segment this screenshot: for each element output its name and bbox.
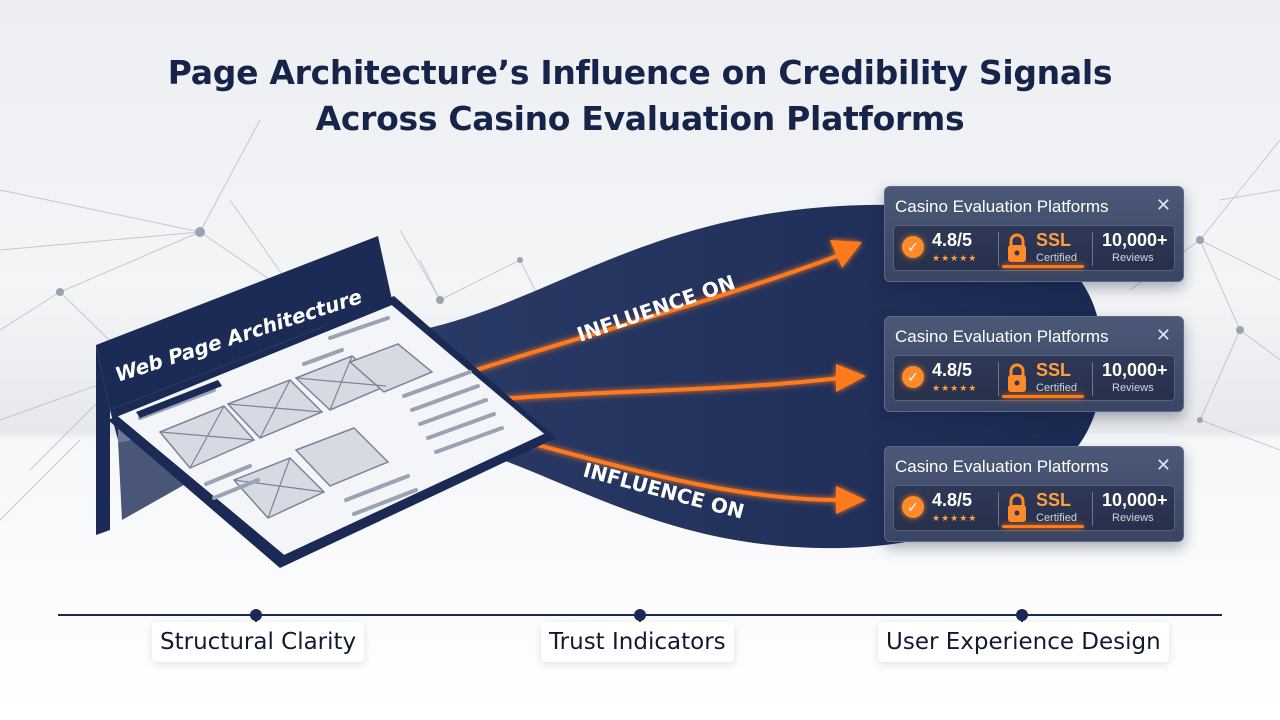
divider [1092, 232, 1093, 266]
browser-back-body [96, 345, 110, 535]
flow-arrow-middle [489, 376, 841, 402]
card-title: Casino Evaluation Platforms [895, 457, 1109, 476]
check-badge-icon: ✓ [902, 496, 924, 518]
lock-icon [1008, 233, 1026, 262]
divider [1092, 362, 1093, 396]
ssl-subtitle: Certified [1036, 512, 1077, 524]
divider [1092, 492, 1093, 526]
evaluation-card-1: Casino Evaluation Platforms ✕ ✓ 4.8/5 ★★… [884, 186, 1184, 282]
wireframe-text-lines [138, 316, 504, 516]
ssl-label: SSL [1036, 230, 1072, 250]
wireframe-header-bar [136, 380, 222, 418]
wireframe-image-4 [294, 427, 390, 487]
ssl-label: SSL [1036, 490, 1072, 510]
review-count: 10,000+ [1102, 490, 1168, 510]
ssl-label: SSL [1036, 360, 1072, 380]
evaluation-card-2: Casino Evaluation Platforms ✕ ✓ 4.8/5 ★★… [884, 316, 1184, 412]
card-title: Casino Evaluation Platforms [895, 197, 1109, 216]
page-title-line-1: Page Architecture’s Influence on Credibi… [167, 53, 1113, 92]
wireframe-image-6 [348, 343, 434, 393]
page-title: Page Architecture’s Influence on Credibi… [0, 50, 1280, 142]
page-title-line-2: Across Casino Evaluation Platforms [315, 99, 965, 138]
card-title: Casino Evaluation Platforms [895, 327, 1109, 346]
close-icon[interactable]: ✕ [1155, 325, 1171, 345]
timeline-label-user-experience-design: User Experience Design [878, 622, 1169, 662]
divider [998, 232, 999, 266]
review-count-subtitle: Reviews [1112, 252, 1154, 264]
check-badge-icon: ✓ [902, 366, 924, 388]
timeline-label-structural-clarity: Structural Clarity [152, 622, 365, 662]
check-badge-icon: ✓ [902, 236, 924, 258]
timeline-label-trust-indicators: Trust Indicators [541, 622, 734, 662]
ssl-subtitle: Certified [1036, 252, 1077, 264]
rating-value: 4.8/5 [932, 230, 973, 250]
ssl-subtitle: Certified [1036, 382, 1077, 394]
card-metrics: ✓ 4.8/5 ★★★★★ SSL Certified 10,000+ Revi… [893, 485, 1175, 531]
browser-back-panel [96, 236, 392, 410]
flow-arrow-top [469, 253, 841, 374]
wireframe-page [108, 296, 556, 568]
review-count: 10,000+ [1102, 230, 1168, 250]
close-icon[interactable]: ✕ [1155, 455, 1171, 475]
review-count-subtitle: Reviews [1112, 382, 1154, 394]
close-icon[interactable]: ✕ [1155, 195, 1171, 215]
flow-arrowhead-middle [836, 364, 866, 392]
highlight-underline [1002, 395, 1084, 398]
divider [998, 492, 999, 526]
flow-arrowhead-bottom [836, 486, 866, 514]
divider [998, 362, 999, 396]
flow-arrowhead-top [830, 240, 862, 268]
review-count: 10,000+ [1102, 360, 1168, 380]
card-metrics: ✓ 4.8/5 ★★★★★ SSL Certified 10,000+ Revi… [893, 355, 1175, 401]
highlight-underline [1002, 265, 1084, 268]
star-rating-icon: ★★★★★ [932, 253, 978, 263]
rating-value: 4.8/5 [932, 360, 973, 380]
card-metrics: ✓ 4.8/5 ★★★★★ SSL Certified 10,000+ Revi… [893, 225, 1175, 271]
lock-icon [1008, 363, 1026, 392]
lock-icon [1008, 493, 1026, 522]
evaluation-card-3: Casino Evaluation Platforms ✕ ✓ 4.8/5 ★★… [884, 446, 1184, 542]
review-count-subtitle: Reviews [1112, 512, 1154, 524]
star-rating-icon: ★★★★★ [932, 513, 978, 523]
rating-value: 4.8/5 [932, 490, 973, 510]
star-rating-icon: ★★★★★ [932, 383, 978, 393]
highlight-underline [1002, 525, 1084, 528]
